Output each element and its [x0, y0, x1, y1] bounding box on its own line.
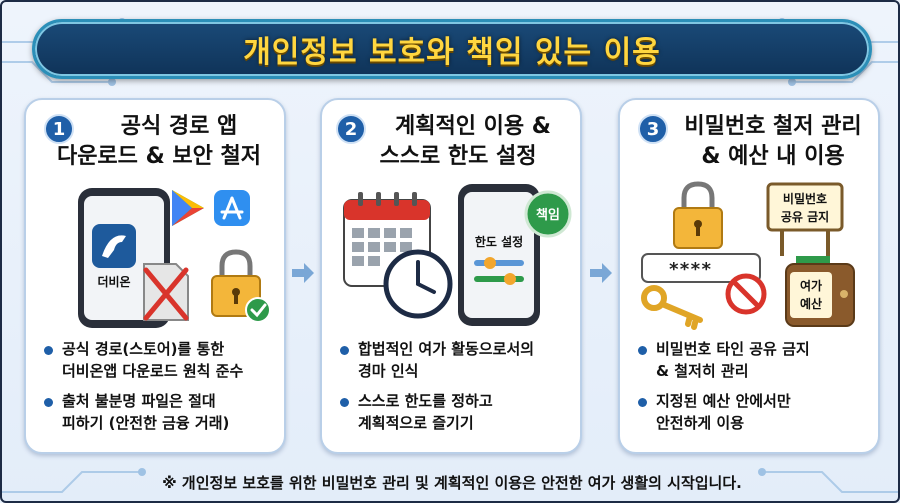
responsibility-badge-icon: 책임	[524, 190, 572, 238]
svg-text:예산: 예산	[800, 296, 822, 311]
card-title-line2: 스스로 한도 설정	[379, 144, 537, 169]
card-title: 비밀번호 철저 관리 & 예산 내 이용	[670, 112, 876, 172]
card1-illustration: 더비온	[78, 188, 271, 328]
phone-icon: 한도 설정	[458, 184, 540, 326]
footer-note: ※ 개인정보 보호를 위한 비밀번호 관리 및 계획적인 이용은 안전한 여가 …	[2, 464, 898, 500]
card-title-line2: & 예산 내 이용	[701, 144, 845, 169]
card-planned-use: 2 계획적인 이용 & 스스로 한도 설정	[320, 98, 582, 454]
step-number-badge: 2	[336, 114, 366, 144]
limit-slider-icon	[474, 257, 524, 285]
lock-icon	[673, 181, 723, 249]
card-title-line2: 다운로드 & 보안 철저	[56, 144, 262, 169]
card2-illustration: 한도 설정 책임	[343, 184, 572, 326]
svg-text:더비온: 더비온	[97, 274, 130, 289]
clock-icon	[383, 249, 453, 319]
key-icon	[641, 285, 703, 330]
card3-illustration: **** 비밀번호 공유 금지	[641, 181, 855, 330]
svg-text:****: ****	[668, 259, 711, 280]
card-title: 계획적인 이용 & 스스로 한도 설정	[368, 112, 578, 172]
svg-text:공유 금지: 공유 금지	[781, 209, 829, 224]
no-entry-icon	[725, 273, 767, 315]
bullet-item: 비밀번호 타인 공유 금지& 철저히 관리	[638, 338, 868, 382]
password-field-icon: ****	[641, 253, 761, 283]
card-title-line1: 비밀번호 철저 관리	[684, 114, 862, 139]
svg-text:여가: 여가	[800, 278, 822, 293]
step-number-badge: 3	[638, 114, 668, 144]
svg-text:한도 설정: 한도 설정	[475, 234, 523, 249]
step-number-badge: 1	[44, 114, 74, 144]
card-password-budget: 3 비밀번호 철저 관리 & 예산 내 이용 ****	[618, 98, 880, 454]
app-store-icon	[214, 190, 250, 226]
svg-text:책임: 책임	[536, 208, 560, 223]
wallet-icon: 여가 예산	[785, 256, 855, 327]
checkmark-icon	[245, 297, 271, 323]
card-official-download: 1 공식 경로 앱 다운로드 & 보안 철저 더비온	[24, 98, 286, 454]
card-title-line1: 계획적인 이용 &	[395, 114, 551, 139]
card-title-line1: 공식 경로 앱	[120, 114, 238, 139]
arrow-right-icon	[590, 263, 612, 283]
unsafe-file-icon	[143, 263, 189, 321]
page-title: 개인정보 보호와 책임 있는 이용	[243, 35, 661, 70]
footer-text: ※ 개인정보 보호를 위한 비밀번호 관리 및 계획적인 이용은 안전한 여가 …	[162, 473, 742, 492]
svg-text:비밀번호: 비밀번호	[783, 191, 827, 206]
card-title: 공식 경로 앱 다운로드 & 보안 철저	[57, 112, 282, 172]
title-banner: 개인정보 보호와 책임 있는 이용	[32, 19, 872, 79]
no-sharing-sign-icon: 비밀번호 공유 금지	[766, 182, 844, 256]
app-icon: 더비온	[92, 224, 136, 289]
arrow-right-icon	[292, 263, 314, 283]
google-play-icon	[172, 190, 204, 226]
